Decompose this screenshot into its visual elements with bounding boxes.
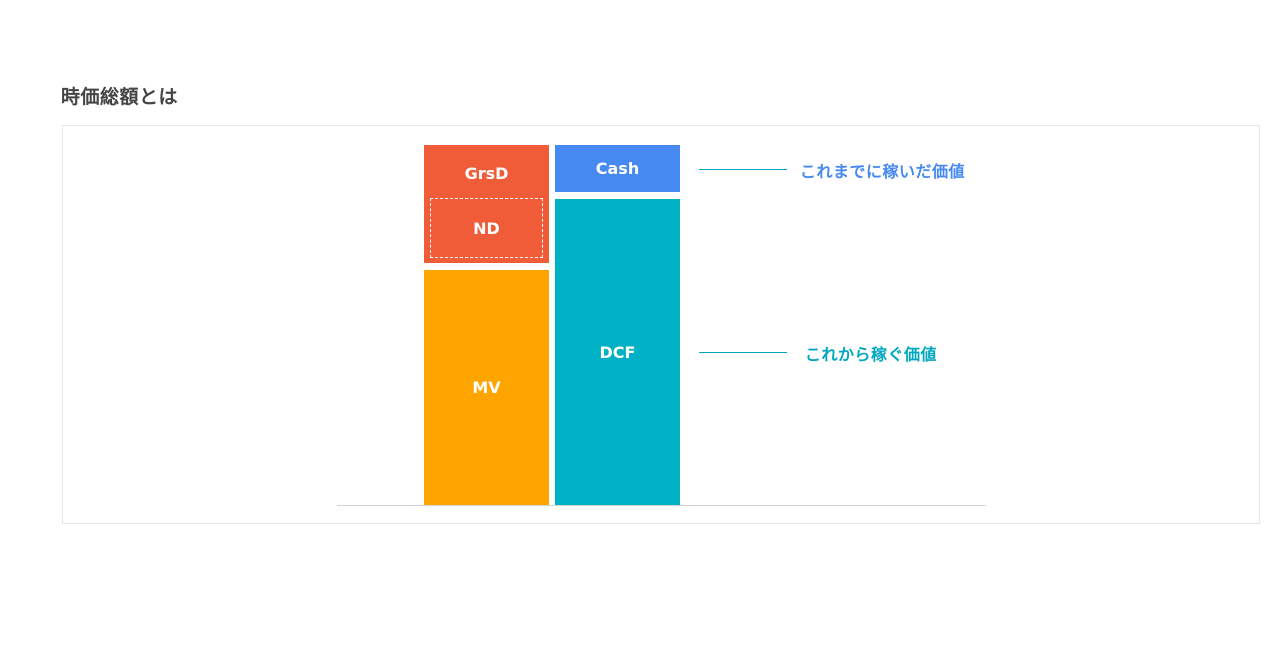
- grsd-block: GrsD: [424, 145, 549, 263]
- dcf-label: DCF: [599, 342, 636, 362]
- nd-label: ND: [473, 218, 500, 238]
- diagram-baseline: [337, 505, 986, 506]
- mv-label: MV: [472, 378, 501, 397]
- dcf-block: DCF: [555, 199, 680, 505]
- nd-label-block: ND: [430, 198, 543, 258]
- cash-label: Cash: [595, 159, 640, 178]
- earned-value-callout: これまでに稼いだ価値: [800, 162, 966, 181]
- nd-dashed-box: [430, 198, 543, 258]
- future-value-callout: これから稼ぐ価値: [805, 345, 938, 364]
- page-title: 時価総額とは: [61, 86, 179, 108]
- mv-block: MV: [424, 270, 549, 505]
- future-connector-line: [699, 352, 787, 353]
- earned-connector-line: [699, 169, 787, 170]
- grsd-label: GrsD: [464, 164, 509, 183]
- diagram-panel: GrsD ND MV Cash DCF これまでに稼いだ価値 これから稼ぐ価値: [62, 125, 1260, 524]
- cash-block: Cash: [555, 145, 680, 192]
